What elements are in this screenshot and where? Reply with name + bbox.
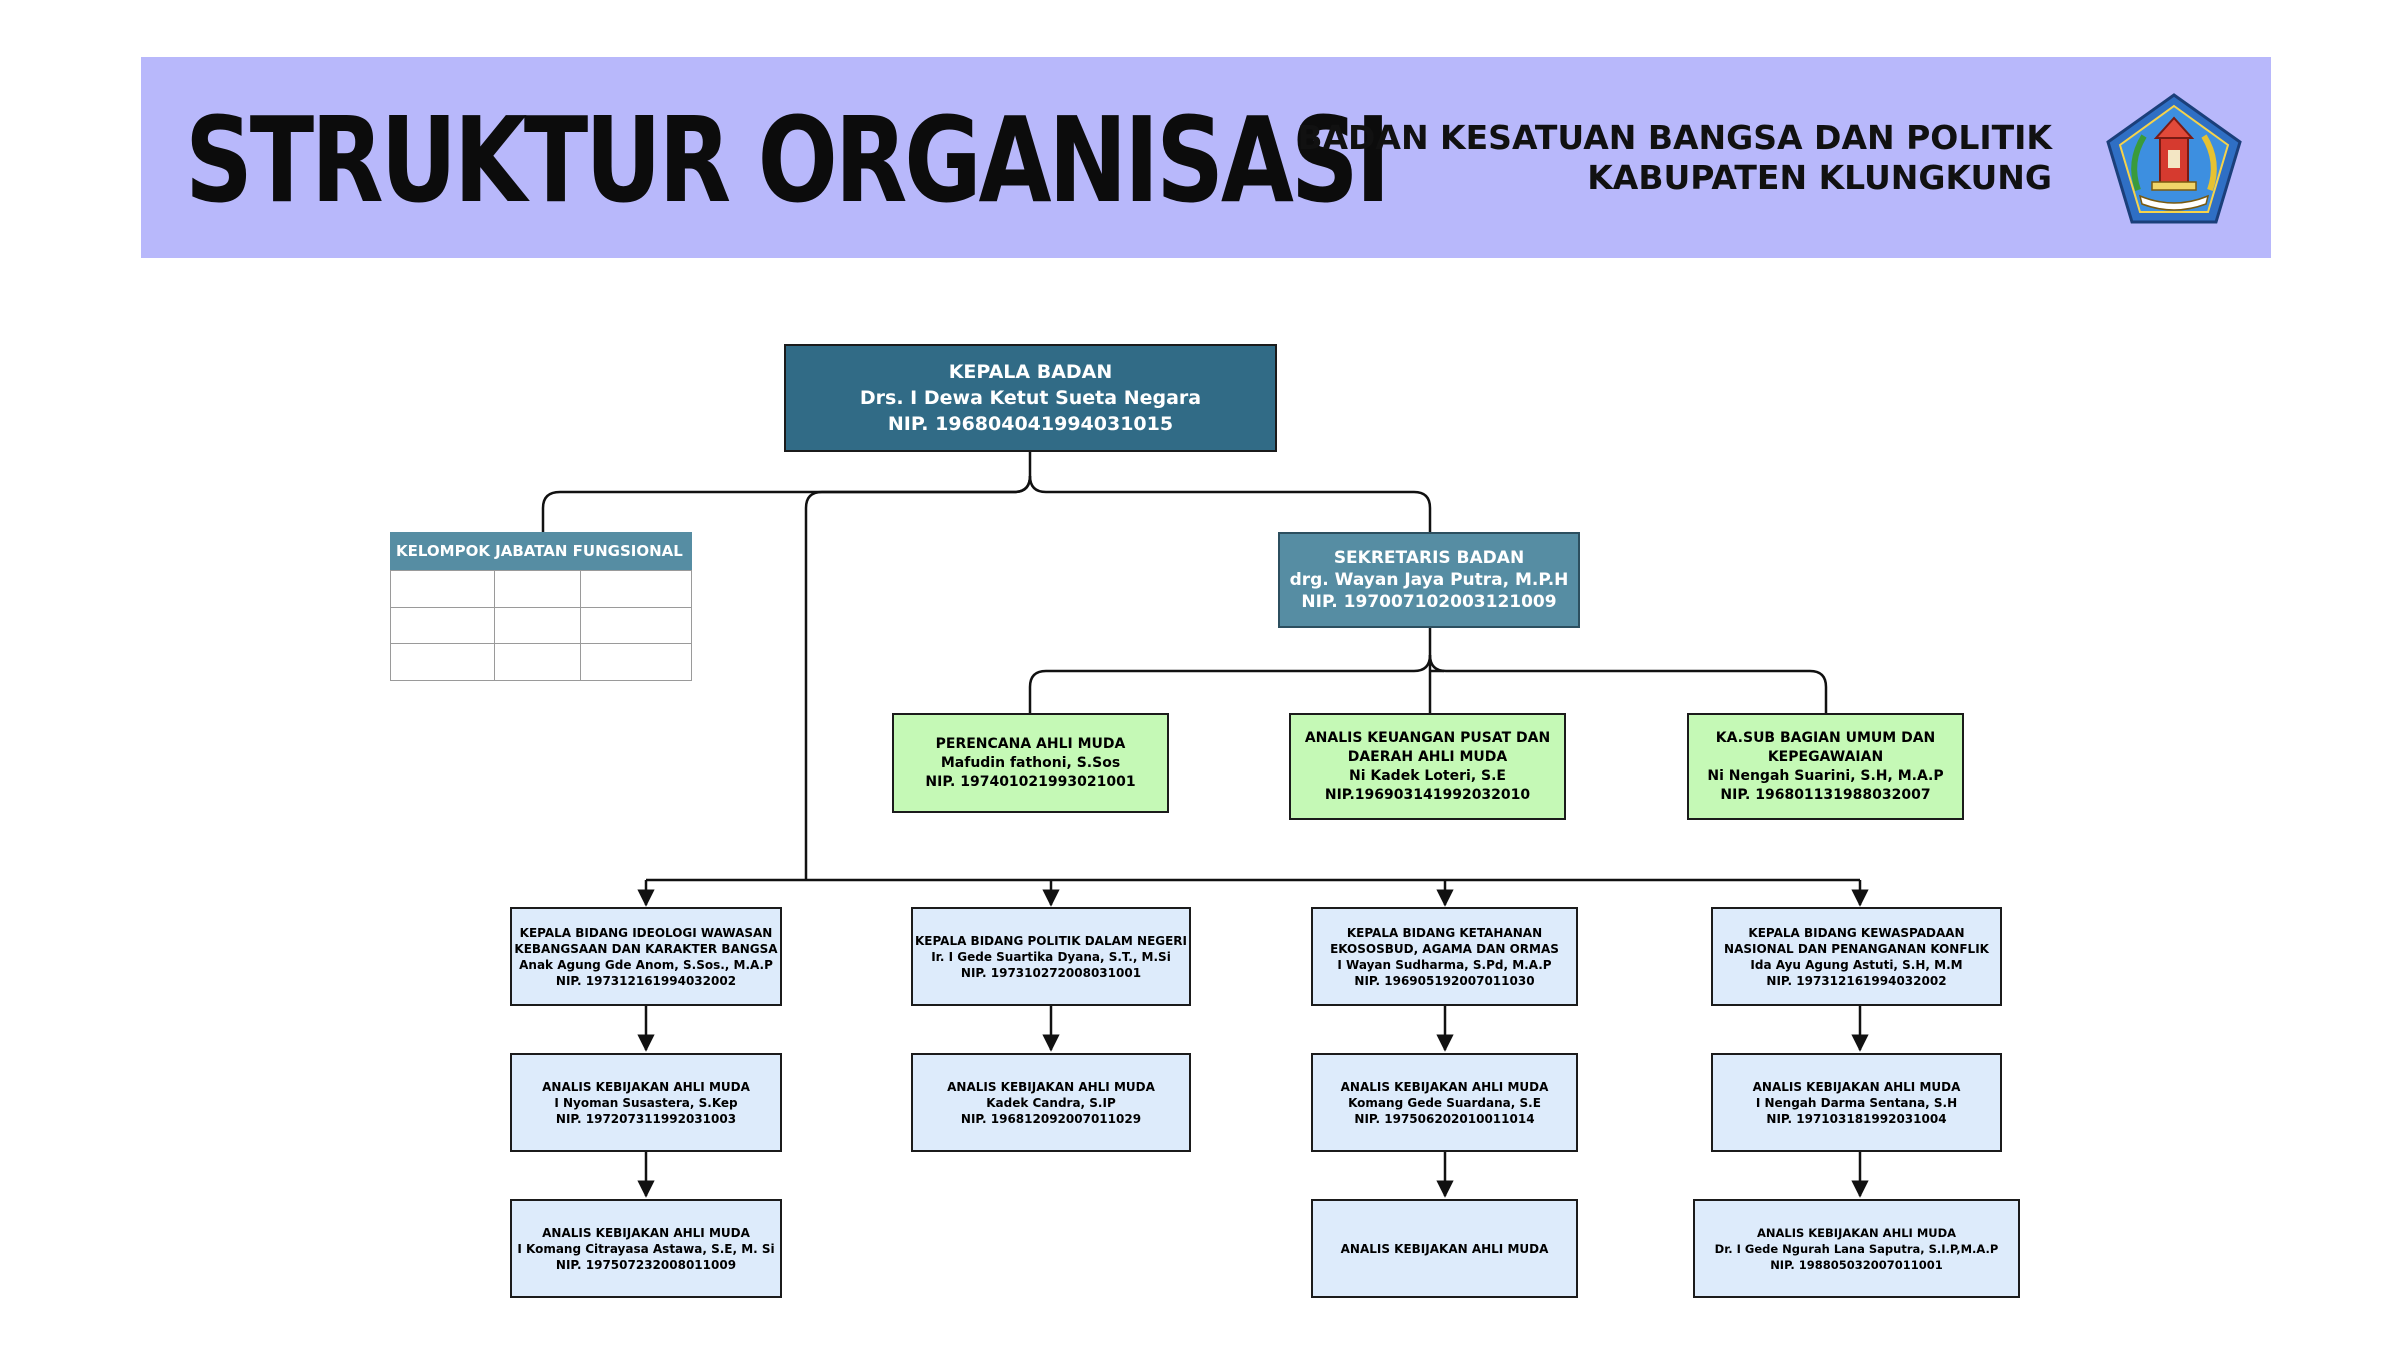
kasubag-umum-kepegawaian-box: KA.SUB BAGIAN UMUM DAN KEPEGAWAIAN Ni Ne… xyxy=(1687,713,1964,820)
division-line: NIP. 197312161994032002 xyxy=(555,973,737,988)
page-title: STRUKTUR ORGANISASI xyxy=(185,91,1391,229)
organization-name: BADAN KESATUAN BANGSA DAN POLITIK KABUPA… xyxy=(1297,118,2052,198)
staff-line: NIP.196903141992032010 xyxy=(1324,786,1531,803)
sekretaris-badan-nip: NIP. 197007102003121009 xyxy=(1301,592,1557,612)
staff-line: ANALIS KEBIJAKAN AHLI MUDA xyxy=(542,1079,750,1094)
sekretaris-badan-box: SEKRETARIS BADAN drg. Wayan Jaya Putra, … xyxy=(1278,532,1580,628)
staff-line: Ni Kadek Loteri, S.E xyxy=(1349,767,1506,784)
staff-line: Dr. I Gede Ngurah Lana Saputra, S.I.P,M.… xyxy=(1714,1241,1999,1256)
analis-kebijakan-box: ANALIS KEBIJAKAN AHLI MUDA I Nyoman Susa… xyxy=(510,1053,782,1152)
analis-kebijakan-box: ANALIS KEBIJAKAN AHLI MUDA I Komang Citr… xyxy=(510,1199,782,1298)
staff-line: I Komang Citrayasa Astawa, S.E, M. Si xyxy=(517,1241,775,1256)
staff-line: Komang Gede Suardana, S.E xyxy=(1348,1095,1541,1110)
table-row xyxy=(390,570,692,608)
kepala-bidang-ideologi-box: KEPALA BIDANG IDEOLOGI WAWASAN KEBANGSAA… xyxy=(510,907,782,1006)
staff-line: NIP. 197506202010011014 xyxy=(1354,1111,1535,1126)
kepala-badan-name: Drs. I Dewa Ketut Sueta Negara xyxy=(859,387,1202,409)
staff-line: ANALIS KEBIJAKAN AHLI MUDA xyxy=(947,1079,1155,1094)
division-line: KEPALA BIDANG KEWASPADAAN xyxy=(1748,925,1965,940)
division-line: NIP. 196905192007011030 xyxy=(1354,973,1535,988)
kepala-bidang-ketahanan-box: KEPALA BIDANG KETAHANAN EKOSOSBUD, AGAMA… xyxy=(1311,907,1578,1006)
staff-line: I Nyoman Susastera, S.Kep xyxy=(554,1095,738,1110)
staff-line: NIP. 197207311992031003 xyxy=(555,1111,737,1126)
division-line: KEPALA BIDANG KETAHANAN xyxy=(1346,925,1543,940)
staff-line: NIP. 197103181992031004 xyxy=(1766,1111,1947,1126)
kelompok-jabatan-fungsional-table xyxy=(390,570,692,681)
klungkung-regency-emblem-icon xyxy=(2106,93,2242,224)
division-line: EKOSOSBUD, AGAMA DAN ORMAS xyxy=(1330,941,1559,956)
staff-line: NIP. 197507232008011009 xyxy=(555,1257,737,1272)
analis-kebijakan-box: ANALIS KEBIJAKAN AHLI MUDA xyxy=(1311,1199,1578,1298)
table-cell xyxy=(580,643,692,681)
staff-line: KEPEGAWAIAN xyxy=(1767,748,1884,765)
division-line: I Wayan Sudharma, S.Pd, M.A.P xyxy=(1337,957,1552,972)
table-cell xyxy=(390,570,495,608)
analis-kebijakan-box: ANALIS KEBIJAKAN AHLI MUDA Komang Gede S… xyxy=(1311,1053,1578,1152)
analis-kebijakan-box: ANALIS KEBIJAKAN AHLI MUDA I Nengah Darm… xyxy=(1711,1053,2002,1152)
staff-line: ANALIS KEUANGAN PUSAT DAN xyxy=(1304,729,1551,746)
kepala-badan-nip: NIP. 196804041994031015 xyxy=(887,413,1174,435)
division-line: Ida Ayu Agung Astuti, S.H, M.M xyxy=(1750,957,1963,972)
kepala-badan-box: KEPALA BADAN Drs. I Dewa Ketut Sueta Neg… xyxy=(784,344,1277,452)
analis-keuangan-box: ANALIS KEUANGAN PUSAT DAN DAERAH AHLI MU… xyxy=(1289,713,1566,820)
organization-name-line1: BADAN KESATUAN BANGSA DAN POLITIK xyxy=(1297,118,2052,157)
header-banner xyxy=(141,57,2271,258)
kelompok-jabatan-fungsional-header: KELOMPOK JABATAN FUNGSIONAL xyxy=(390,532,692,570)
staff-line: Ni Nengah Suarini, S.H, M.A.P xyxy=(1707,767,1944,784)
staff-line: NIP. 196812092007011029 xyxy=(960,1111,1142,1126)
staff-line: ANALIS KEBIJAKAN AHLI MUDA xyxy=(1752,1079,1961,1094)
staff-line: ANALIS KEBIJAKAN AHLI MUDA xyxy=(1340,1079,1549,1094)
table-cell xyxy=(580,570,692,608)
kepala-bidang-kewaspadaan-box: KEPALA BIDANG KEWASPADAAN NASIONAL DAN P… xyxy=(1711,907,2002,1006)
table-cell xyxy=(580,606,692,645)
division-line: KEPALA BIDANG POLITIK DALAM NEGERI xyxy=(914,933,1188,948)
sekretaris-badan-name: drg. Wayan Jaya Putra, M.P.H xyxy=(1289,570,1569,590)
table-cell xyxy=(494,606,581,645)
division-line: KEPALA BIDANG IDEOLOGI WAWASAN xyxy=(519,925,773,940)
staff-line: DAERAH AHLI MUDA xyxy=(1347,748,1508,765)
kepala-badan-title: KEPALA BADAN xyxy=(948,361,1113,383)
table-row xyxy=(390,606,692,645)
staff-line: ANALIS KEBIJAKAN AHLI MUDA xyxy=(1756,1225,1957,1240)
table-row xyxy=(390,643,692,681)
division-line: NASIONAL DAN PENANGANAN KONFLIK xyxy=(1724,941,1989,956)
organization-name-line2: KABUPATEN KLUNGKUNG xyxy=(1587,158,2052,197)
staff-line: ANALIS KEBIJAKAN AHLI MUDA xyxy=(1340,1241,1549,1256)
kepala-bidang-politik-box: KEPALA BIDANG POLITIK DALAM NEGERI Ir. I… xyxy=(911,907,1191,1006)
staff-line: ANALIS KEBIJAKAN AHLI MUDA xyxy=(542,1225,750,1240)
staff-line: NIP. 198805032007011001 xyxy=(1770,1257,1943,1272)
division-line: Ir. I Gede Suartika Dyana, S.T., M.Si xyxy=(931,949,1171,964)
sekretaris-badan-title: SEKRETARIS BADAN xyxy=(1333,548,1525,568)
table-cell xyxy=(494,570,581,608)
table-cell xyxy=(390,643,495,681)
division-line: NIP. 197310272008031001 xyxy=(960,965,1142,980)
staff-line: NIP. 197401021993021001 xyxy=(925,773,1136,790)
staff-line: PERENCANA AHLI MUDA xyxy=(935,735,1126,752)
table-cell xyxy=(494,643,581,681)
analis-kebijakan-box: ANALIS KEBIJAKAN AHLI MUDA Dr. I Gede Ng… xyxy=(1693,1199,2020,1298)
division-line: NIP. 197312161994032002 xyxy=(1766,973,1947,988)
analis-kebijakan-box: ANALIS KEBIJAKAN AHLI MUDA Kadek Candra,… xyxy=(911,1053,1191,1152)
table-cell xyxy=(390,606,495,645)
staff-line: I Nengah Darma Sentana, S.H xyxy=(1755,1095,1958,1110)
division-line: KEBANGSAAN DAN KARAKTER BANGSA xyxy=(514,941,778,956)
staff-line: NIP. 196801131988032007 xyxy=(1720,786,1931,803)
division-line: Anak Agung Gde Anom, S.Sos., M.A.P xyxy=(519,957,773,972)
perencana-ahli-muda-box: PERENCANA AHLI MUDA Mafudin fathoni, S.S… xyxy=(892,713,1169,813)
staff-line: Kadek Candra, S.IP xyxy=(986,1095,1116,1110)
staff-line: Mafudin fathoni, S.Sos xyxy=(940,754,1121,771)
staff-line: KA.SUB BAGIAN UMUM DAN xyxy=(1715,729,1936,746)
